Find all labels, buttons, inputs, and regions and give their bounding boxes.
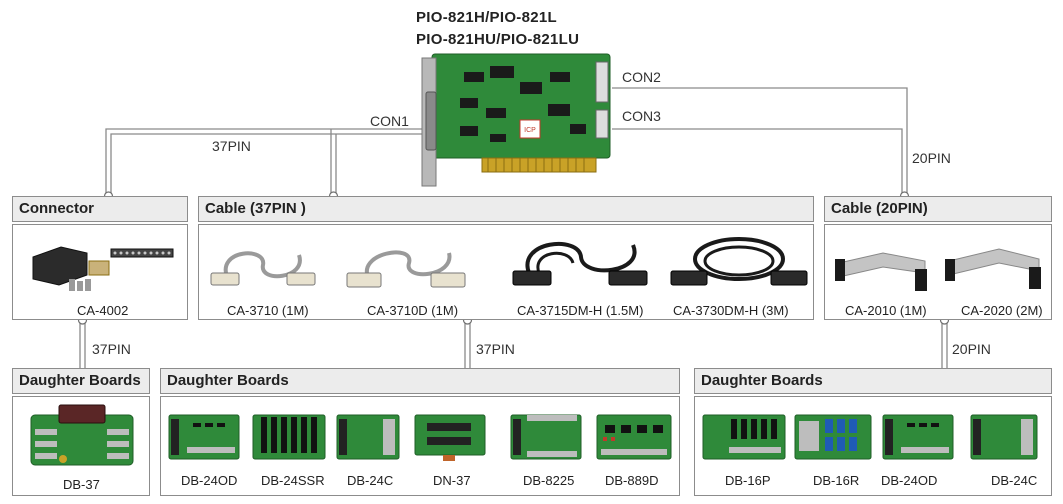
pci-daq-board-icon: ICP	[421, 53, 611, 187]
terminal-board-icon	[596, 414, 672, 460]
terminal-board-icon	[168, 414, 240, 460]
svg-text:ICP: ICP	[524, 127, 536, 134]
daughter-boards-right-item-label: DB-16R	[813, 473, 860, 488]
gray-db37-cable-icon	[210, 251, 316, 286]
daughter-boards-left-header: Daughter Boards	[12, 368, 150, 394]
pin-label-20-right: 20PIN	[952, 341, 991, 357]
cable-37-item-label: CA-3710D (1M)	[367, 303, 459, 318]
d-sub-connector-kit-icon	[32, 246, 174, 291]
relay-board-icon	[252, 414, 326, 460]
pin-label-37-top: 37PIN	[212, 138, 251, 154]
daughter-boards-left-panel: DB-37	[12, 396, 150, 496]
black-db37-cable-icon	[670, 237, 808, 286]
daughter-boards-center-panel: DB-24OD DB-24SSR DB-24C DN-37 DB-8225 DB…	[160, 396, 680, 496]
cable-37-item-label: CA-3710 (1M)	[227, 303, 309, 318]
black-db37-cable-icon	[512, 242, 648, 286]
cable-20-item-label: CA-2010 (1M)	[845, 303, 927, 318]
pin-label-37-left: 37PIN	[92, 341, 131, 357]
cable-37-panel: CA-3710 (1M) CA-3710D (1M) CA-3715DM-H (…	[198, 224, 814, 320]
daughter-boards-right-header: Daughter Boards	[694, 368, 1052, 394]
product-title-line-2: PIO-821HU/PIO-821LU	[416, 31, 580, 48]
pin-label-37-center: 37PIN	[476, 341, 515, 357]
ribbon-cable-icon	[945, 248, 1041, 289]
terminal-board-icon	[510, 414, 582, 460]
daughter-boards-center-header: Daughter Boards	[160, 368, 680, 394]
terminal-board-icon	[30, 404, 134, 466]
daughter-boards-center-item-label: DB-8225	[523, 473, 575, 488]
ribbon-cable-icon	[835, 252, 927, 291]
con2-label: CON2	[622, 69, 661, 85]
daughter-boards-center-item-label: DN-37	[433, 473, 471, 488]
terminal-board-icon	[970, 414, 1038, 460]
cable-20-item-label: CA-2020 (2M)	[961, 303, 1043, 318]
daughter-boards-left-item-label: DB-37	[63, 477, 100, 492]
product-title-line-1: PIO-821H/PIO-821L	[416, 9, 557, 26]
cable-20-header: Cable (20PIN)	[824, 196, 1052, 222]
daughter-boards-right-item-label: DB-16P	[725, 473, 771, 488]
cable-37-item-label: CA-3715DM-H (1.5M)	[517, 303, 644, 318]
cable-20-panel: CA-2010 (1M) CA-2020 (2M)	[824, 224, 1052, 320]
terminal-board-icon	[414, 414, 486, 461]
daughter-boards-right-item-label: DB-24OD	[881, 473, 938, 488]
daughter-boards-center-item-label: DB-889D	[605, 473, 659, 488]
terminal-board-icon	[882, 414, 954, 460]
con1-label: CON1	[370, 113, 409, 129]
cable-37-item-label: CA-3730DM-H (3M)	[673, 303, 789, 318]
connector-item-label: CA-4002	[77, 303, 129, 318]
daughter-boards-center-item-label: DB-24SSR	[261, 473, 325, 488]
connector-header: Connector	[12, 196, 188, 222]
connector-panel: CA-4002	[12, 224, 188, 320]
daughter-boards-center-item-label: DB-24OD	[181, 473, 238, 488]
pin-label-20-top: 20PIN	[912, 150, 951, 166]
daughter-boards-center-item-label: DB-24C	[347, 473, 394, 488]
terminal-board-icon	[702, 414, 786, 460]
cable-37-header: Cable (37PIN )	[198, 196, 814, 222]
daughter-boards-right-item-label: DB-24C	[991, 473, 1038, 488]
terminal-board-icon	[336, 414, 400, 460]
daughter-boards-right-panel: DB-16P DB-16R DB-24OD DB-24C	[694, 396, 1052, 496]
relay-board-icon	[794, 414, 872, 460]
gray-db37-cable-icon	[346, 250, 466, 288]
con3-label: CON3	[622, 108, 661, 124]
